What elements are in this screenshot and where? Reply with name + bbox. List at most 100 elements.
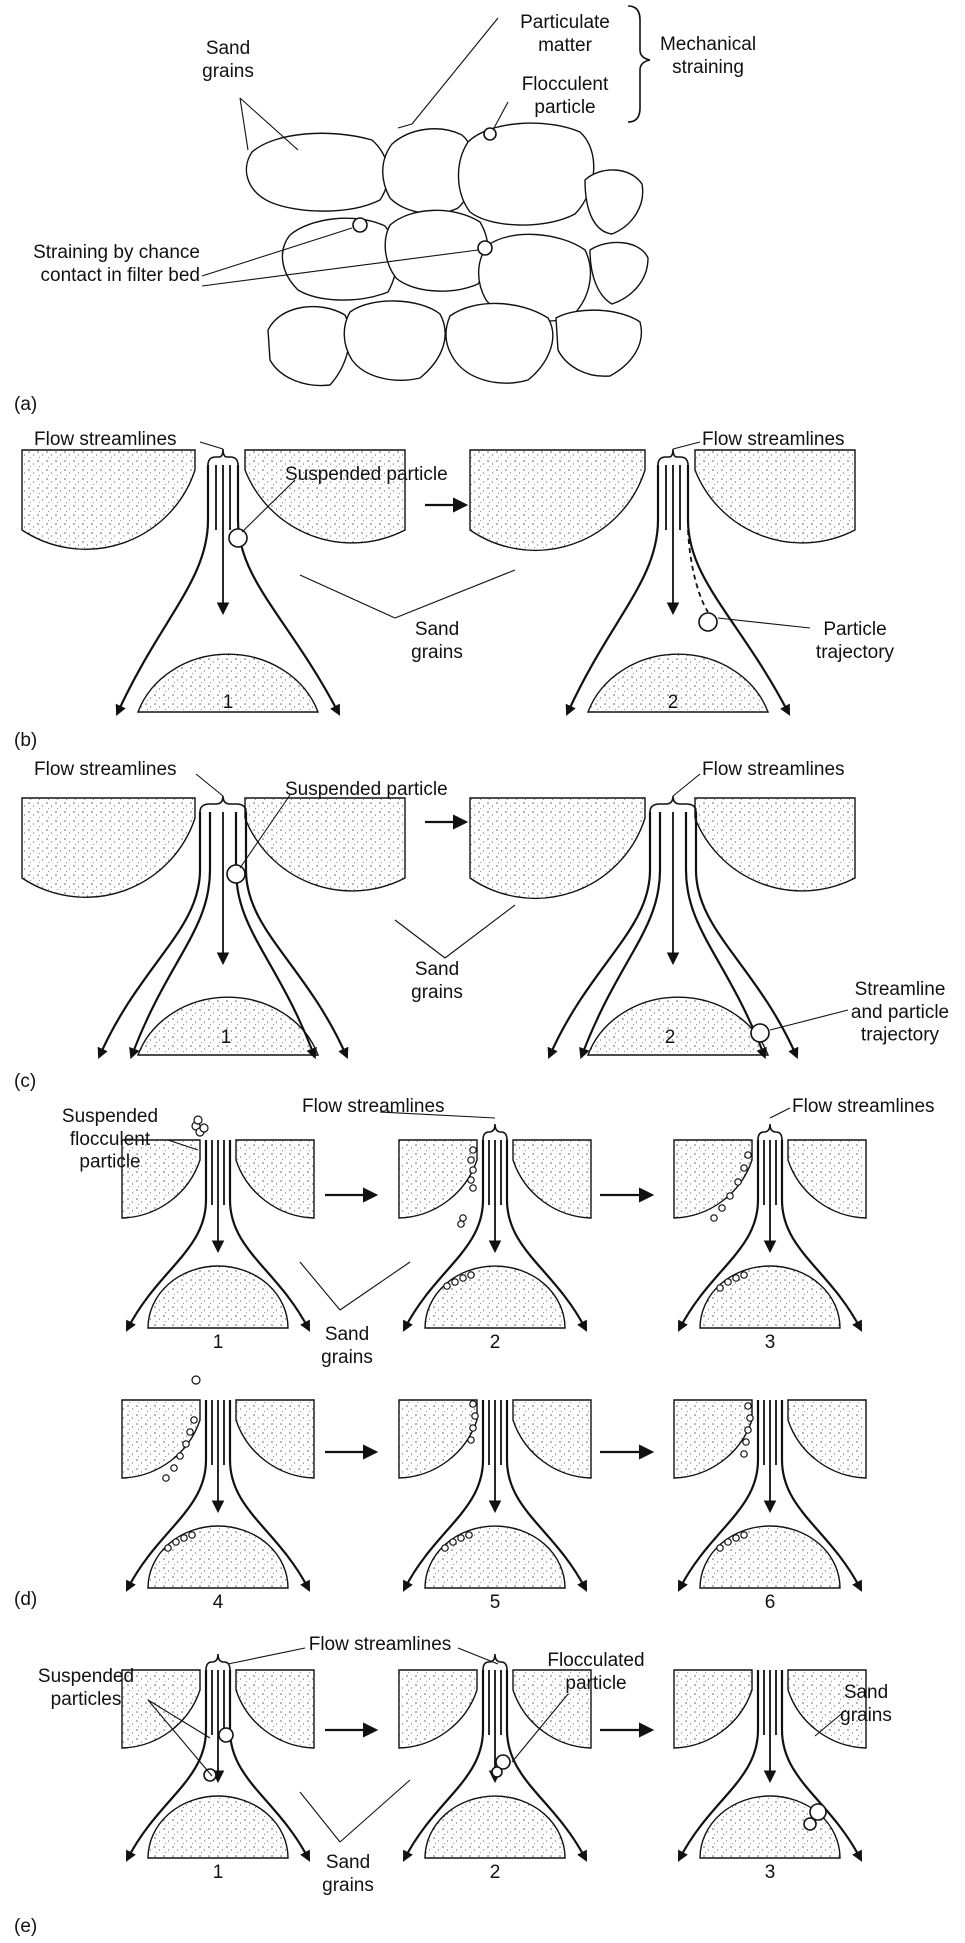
sand-grain-lower <box>148 1266 288 1328</box>
panel-tag-c: (c) <box>14 1071 36 1092</box>
sand-grain <box>282 218 396 300</box>
flocculated-particle <box>492 1767 502 1777</box>
suspended-particle <box>227 865 245 883</box>
flow-cell-b2 <box>470 450 855 712</box>
floc-particle <box>444 1283 450 1289</box>
floc-particle <box>711 1215 717 1221</box>
suspended-particle-label: Suspended particle <box>285 779 448 800</box>
sand-grain-upper-left <box>399 1670 477 1748</box>
suspended-particle <box>751 1024 769 1042</box>
sand-grain-upper-left <box>470 798 645 898</box>
sand-grain-lower <box>425 1796 565 1858</box>
floc-particle <box>450 1539 456 1545</box>
sand-grain-upper-right <box>788 1400 866 1478</box>
panel-tag-b: (b) <box>14 730 37 751</box>
floc-particle <box>725 1279 731 1285</box>
floc-particle <box>181 1535 187 1541</box>
sand-grain-upper-right <box>236 1140 314 1218</box>
step-number: 2 <box>665 1027 676 1048</box>
step-number: 3 <box>765 1332 776 1353</box>
leader <box>300 575 395 618</box>
floc-particle <box>458 1221 464 1227</box>
leader <box>770 1108 790 1118</box>
step-number: 2 <box>490 1332 501 1353</box>
mechanical-straining-label: Mechanicalstraining <box>660 34 756 78</box>
flow-cell-d5: 5 <box>399 1400 591 1613</box>
flow-cell-c2 <box>470 798 855 1055</box>
flow-streamlines-label: Flow streamlines <box>34 759 177 780</box>
floc-particle <box>727 1193 733 1199</box>
flow-cell-d4: 4 <box>122 1376 314 1613</box>
sand-grain-upper-right <box>695 450 855 543</box>
floc-particle <box>745 1152 751 1158</box>
floc-particle <box>452 1279 458 1285</box>
floc-particle <box>470 1425 476 1431</box>
floc-particle <box>460 1275 466 1281</box>
floc-particle <box>745 1403 751 1409</box>
sand-grains-leader <box>240 98 248 150</box>
sand-grain-upper-right <box>236 1400 314 1478</box>
panel-c: Flow streamlines Flow streamlines Suspen… <box>14 759 949 1092</box>
suspended-particle <box>204 1769 216 1781</box>
flow-cell-d3: 3 <box>674 1140 866 1353</box>
sand-grains-label: Sandgrains <box>411 959 463 1003</box>
step-number: 6 <box>765 1592 776 1613</box>
suspended-particle <box>219 1728 233 1742</box>
flow-streamlines-brace <box>658 449 688 465</box>
floc-particle <box>183 1441 189 1447</box>
particulate-leader <box>398 124 412 128</box>
sand-grain-upper-right <box>788 1140 866 1218</box>
step-number: 1 <box>213 1862 224 1883</box>
flow-streamlines-brace <box>483 1654 507 1670</box>
flow-streamlines-brace <box>758 1124 782 1140</box>
floc-particle <box>466 1532 472 1538</box>
step-number: 2 <box>490 1862 501 1883</box>
sand-grain <box>556 310 641 376</box>
panel-a: Sandgrains Particulatematter Flocculentp… <box>14 6 756 415</box>
mechanical-straining-brace <box>628 6 650 122</box>
sand-grain <box>344 301 445 380</box>
floc-particle <box>173 1539 179 1545</box>
suspended-particle <box>229 529 247 547</box>
flow-streamlines-brace <box>200 796 246 812</box>
sand-grain-lower <box>588 997 768 1055</box>
flow-streamlines-label: Flow streamlines <box>792 1096 935 1117</box>
floc-particle <box>747 1415 753 1421</box>
leader <box>228 1648 305 1664</box>
flocculated-particle <box>804 1818 816 1830</box>
chance-contact-label: Straining by chancecontact in filter bed <box>33 242 200 286</box>
floc-particle <box>733 1535 739 1541</box>
chance-contact-particle <box>478 241 492 255</box>
floc-particle <box>192 1376 200 1384</box>
panel-tag-a: (a) <box>14 394 37 415</box>
floc-particle <box>470 1147 476 1153</box>
flow-streamlines-brace <box>483 1124 507 1140</box>
floc-particle <box>717 1545 723 1551</box>
sand-grain <box>590 242 648 304</box>
sand-grain-upper-right <box>245 798 405 891</box>
sand-grain-upper-left <box>674 1670 752 1748</box>
floc-particle <box>745 1427 751 1433</box>
step-number: 3 <box>765 1862 776 1883</box>
floc-particle <box>717 1285 723 1291</box>
leader <box>673 442 700 449</box>
suspended-particle-label: Suspended particle <box>285 464 448 485</box>
sand-grain-lower <box>148 1526 288 1588</box>
floc-particle <box>741 1532 747 1538</box>
sand-grain <box>446 303 553 383</box>
sand-grain-upper-left <box>399 1140 477 1218</box>
sand-grain-upper-right <box>513 1140 591 1218</box>
floc-particle <box>468 1177 474 1183</box>
leader <box>458 1648 498 1664</box>
step-number: 5 <box>490 1592 501 1613</box>
flocculent-particle <box>484 128 496 140</box>
flow-streamlines-brace <box>208 449 238 465</box>
floc-particle <box>468 1272 474 1278</box>
floc-particle <box>735 1179 741 1185</box>
sand-grain <box>268 307 350 386</box>
step-number: 2 <box>668 692 679 713</box>
